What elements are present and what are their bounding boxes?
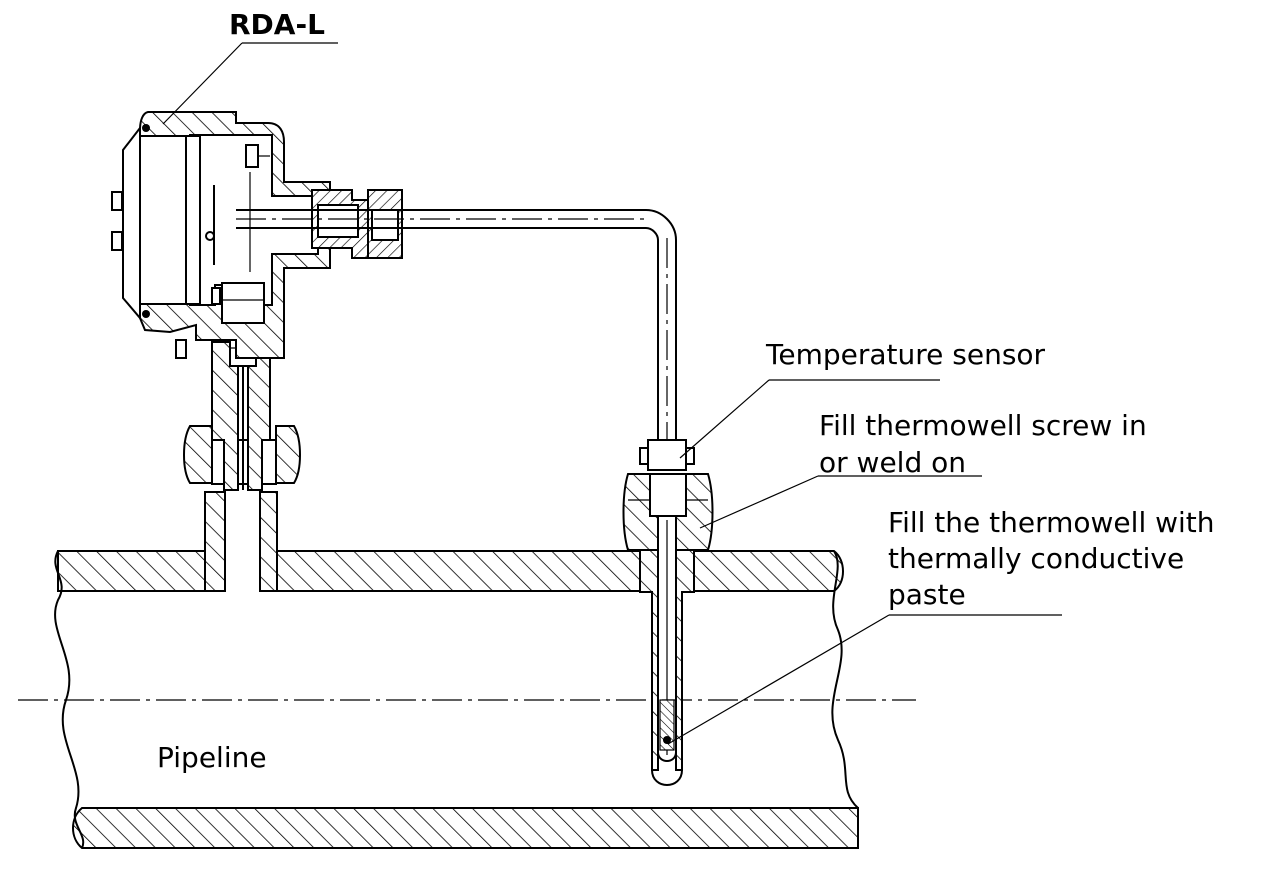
paste-label-line2: thermally conductive: [888, 542, 1185, 575]
device-label: RDA-L: [229, 8, 325, 41]
pipe-bottom-wall: [72, 807, 859, 849]
capillary-tube: [236, 209, 677, 445]
paste-label-line1: Fill the thermowell with: [888, 506, 1215, 539]
pipeline: [18, 550, 916, 849]
pipe-top-wall-mid: [259, 550, 641, 592]
pipe-top-wall-right: [685, 550, 844, 592]
rda-l-housing: [111, 111, 403, 359]
pipeline-label: Pipeline: [157, 741, 267, 774]
thermowell-fit-label-line2: or weld on: [819, 446, 966, 479]
pipe-break-right: [831, 550, 859, 809]
sensor-label: Temperature sensor: [766, 338, 1046, 371]
leader-lines: [162, 42, 1062, 745]
pipe-top-wall: [57, 550, 226, 592]
thermowell-fit-label-line1: Fill thermowell screw in: [819, 409, 1147, 442]
thermowell: [622, 439, 714, 786]
paste-label-line3: paste: [888, 578, 966, 611]
